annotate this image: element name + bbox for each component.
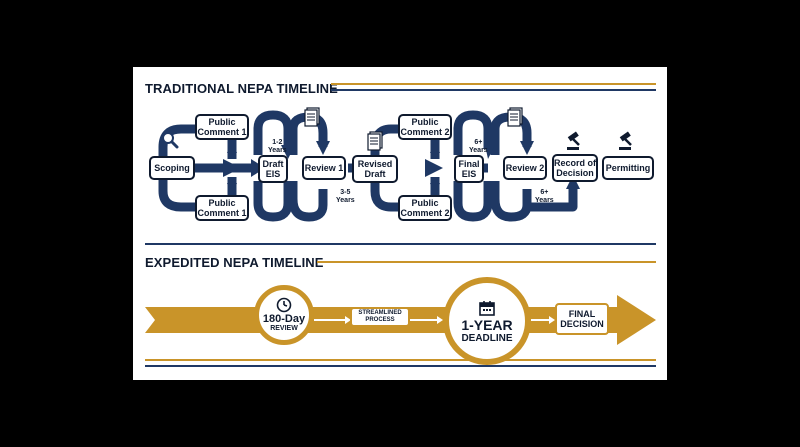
traditional-rule-gold: [331, 83, 656, 85]
bottom-rule-navy: [145, 365, 656, 367]
duration-label: 1-2 Years: [268, 139, 287, 154]
gavel-icon: [619, 131, 632, 150]
duration-label: 3-5 Years: [336, 189, 355, 204]
deadline-value: 1-YEAR: [461, 316, 513, 333]
gavel-icon: [567, 131, 580, 150]
step-record-of-decision: Record of Decision: [552, 154, 598, 182]
step-review-1: Review 1: [302, 156, 346, 180]
magnifier-icon: [162, 132, 179, 149]
step-public-comment-2-top: Public Comment 2: [398, 114, 452, 140]
duration-label: 6+ Years: [469, 139, 488, 154]
step-final-eis: Final EIS: [454, 155, 484, 183]
streamlined-process-box: STREAMLINED PROCESS: [350, 307, 410, 327]
review-days: 180-Day: [262, 313, 306, 325]
infographic-panel: TRADITIONAL NEPA TIMELINE: [133, 67, 667, 380]
traditional-rule-navy: [331, 89, 656, 91]
step-permitting: Permitting: [602, 156, 654, 180]
document-icon: [507, 107, 523, 127]
calendar-icon: [479, 300, 495, 316]
document-icon: [304, 107, 320, 127]
review-label: REVIEW: [270, 325, 298, 332]
expedited-heading: EXPEDITED NEPA TIMELINE: [145, 255, 324, 270]
one-year-deadline-circle: 1-YEAR DEADLINE: [443, 277, 531, 365]
duration-label: 6+ Years: [535, 189, 554, 204]
final-decision-box: FINAL DECISION: [555, 303, 609, 335]
section-divider: [145, 243, 656, 245]
step-public-comment-2-bottom: Public Comment 2: [398, 195, 452, 221]
traditional-heading: TRADITIONAL NEPA TIMELINE: [145, 81, 338, 96]
clock-icon: [276, 297, 292, 313]
document-icon: [367, 131, 383, 151]
step-draft-eis: Draft EIS: [258, 155, 288, 183]
step-public-comment-1-bottom: Public Comment 1: [195, 195, 249, 221]
expedited-rule-gold: [317, 261, 656, 263]
step-scoping: Scoping: [149, 156, 195, 180]
step-revised-draft: Revised Draft: [352, 155, 398, 183]
step-review-2: Review 2: [503, 156, 547, 180]
deadline-label: DEADLINE: [461, 332, 513, 344]
bottom-rule-gold: [145, 359, 656, 361]
review-180-day-circle: 180-Day REVIEW: [254, 285, 314, 345]
step-public-comment-1-top: Public Comment 1: [195, 114, 249, 140]
